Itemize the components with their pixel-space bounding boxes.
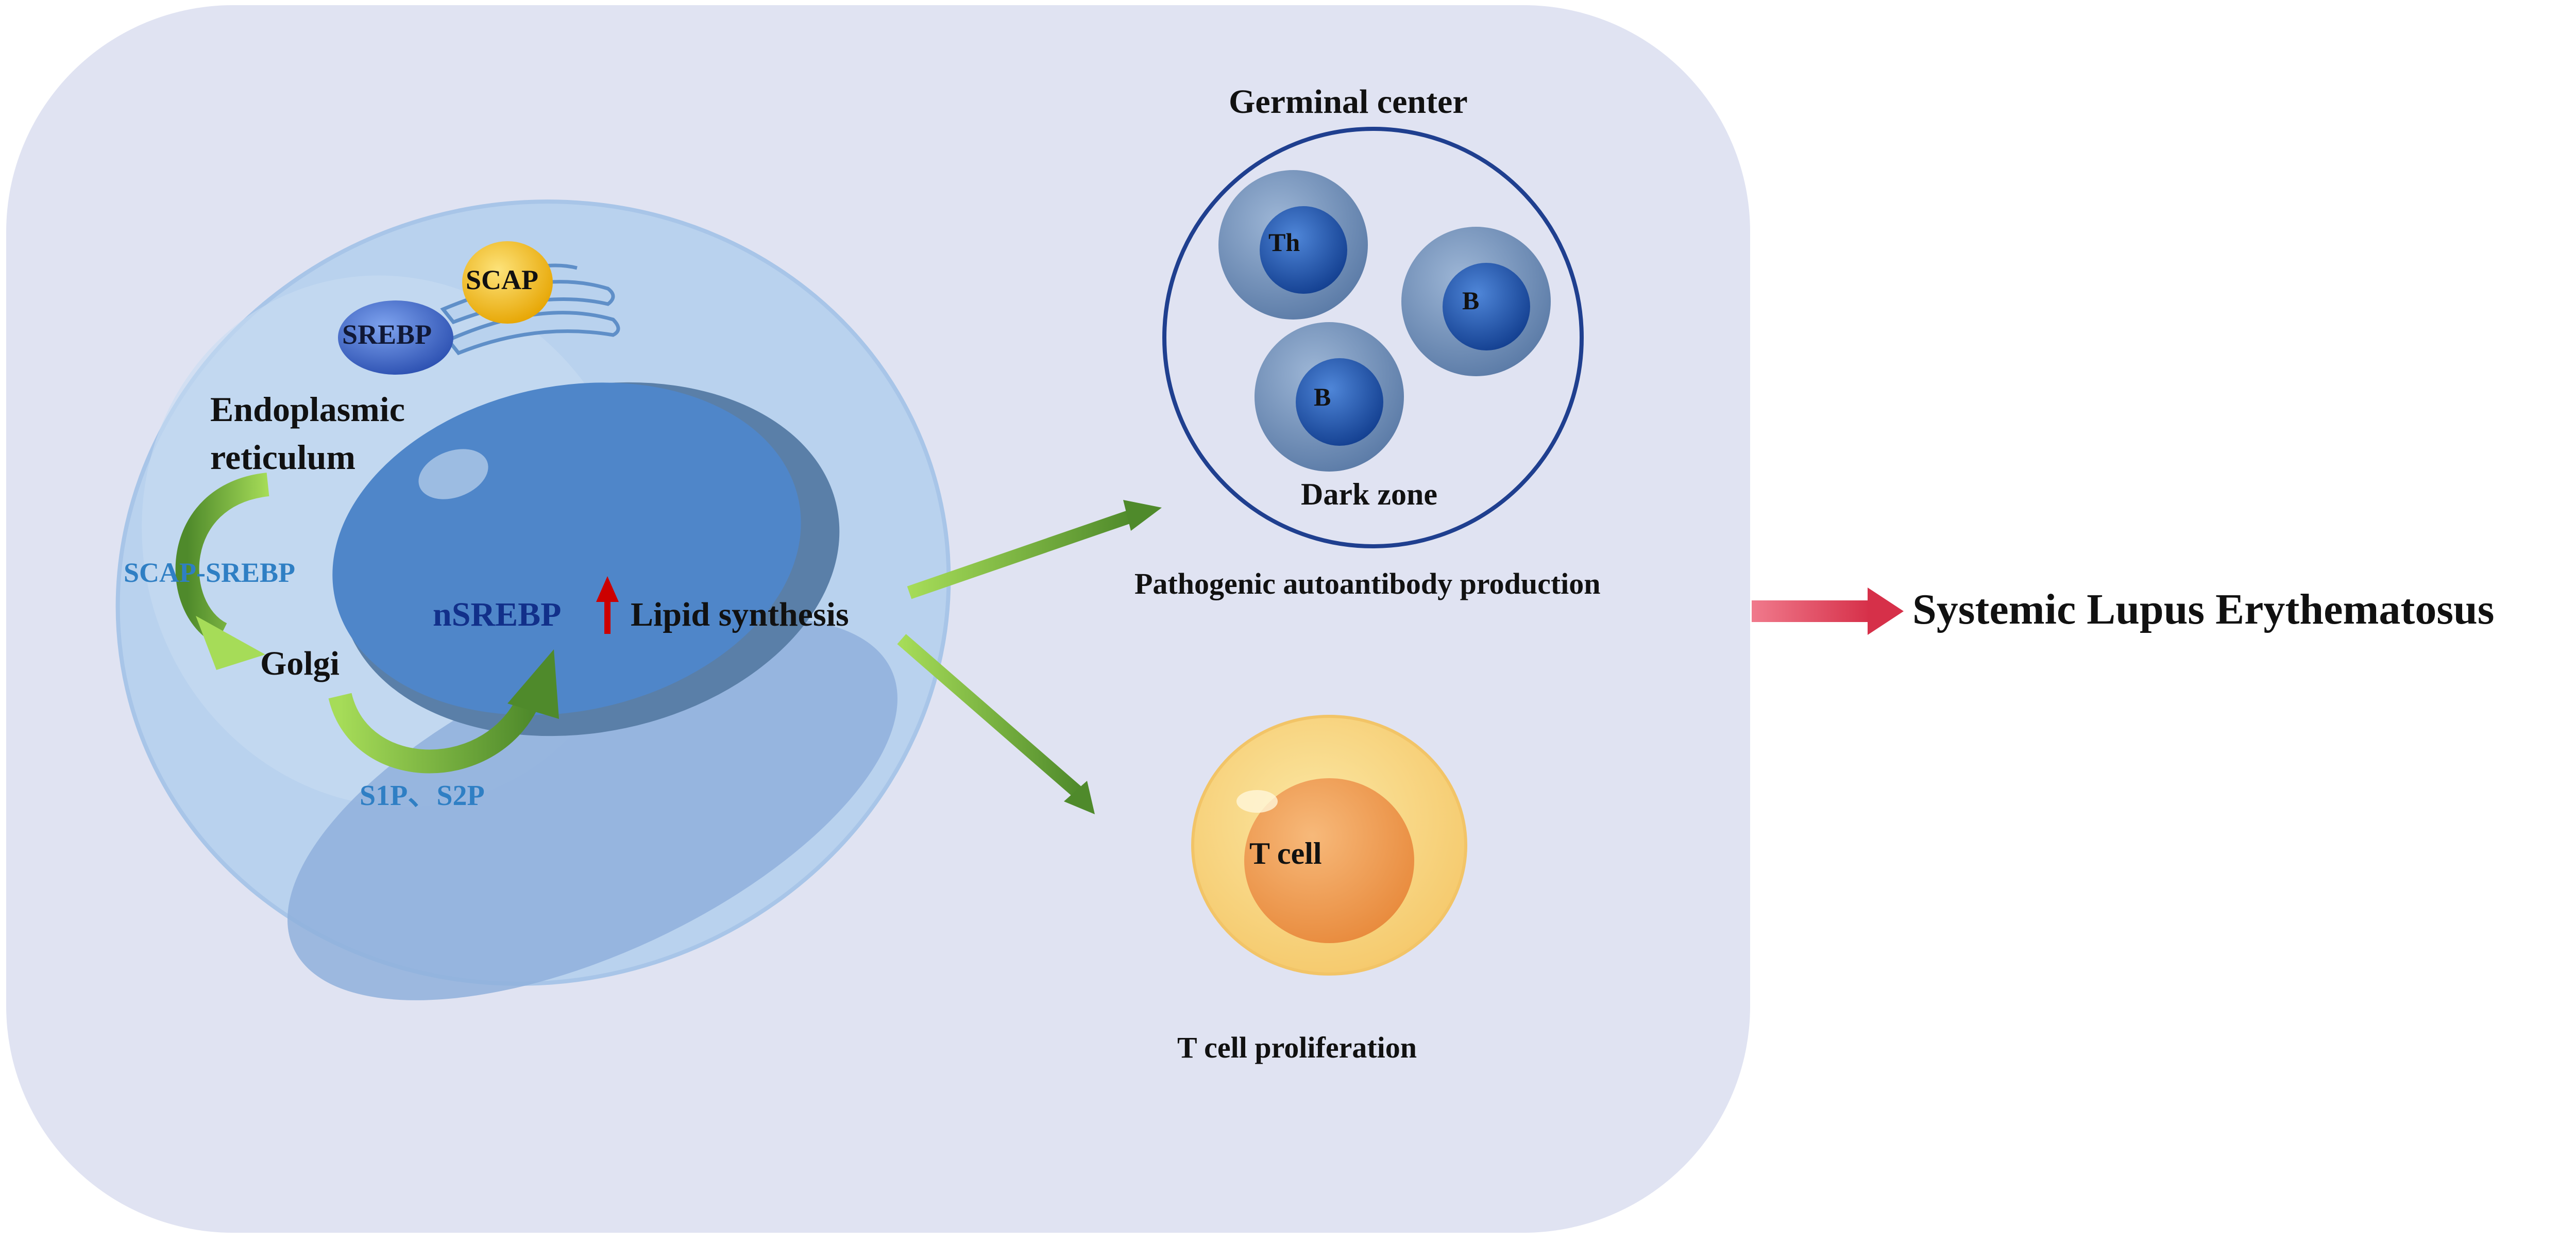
dark-zone-label: Dark zone xyxy=(1301,477,1437,511)
s1p-s2p-label: S1P、S2P xyxy=(360,780,485,812)
t-cell-caption: T cell proliferation xyxy=(1177,1031,1417,1064)
b-cell-2 xyxy=(1255,322,1404,472)
nucleolus-highlight xyxy=(418,449,488,499)
golgi-label: Golgi xyxy=(260,645,340,682)
srebp-blob xyxy=(338,300,453,375)
arrow-to-germinal-center xyxy=(907,500,1162,599)
er-label-line1: Endoplasmic xyxy=(210,390,405,429)
outcome-label: Systemic Lupus Erythematosus xyxy=(1912,585,2495,633)
b-cell-label-1: B xyxy=(1462,286,1480,315)
golgi-to-nucleus-arrow xyxy=(328,649,559,774)
b-cell-label-2: B xyxy=(1314,382,1331,411)
srebp-label: SREBP xyxy=(342,319,432,350)
t-cell-label: T cell xyxy=(1249,836,1322,870)
t-cell-graphic xyxy=(1191,715,1467,976)
increase-up-arrow xyxy=(596,576,619,634)
nucleus xyxy=(332,382,840,736)
nsrebp-label: nSREBP xyxy=(433,596,562,633)
lipid-synthesis-label: Lipid synthesis xyxy=(631,596,849,633)
germinal-center xyxy=(1162,127,1584,548)
arrow-to-t-cell xyxy=(897,634,1095,814)
scap-srebp-label: SCAP-SREBP xyxy=(124,557,296,588)
er-label-line2: reticulum xyxy=(210,438,356,477)
scap-label: SCAP xyxy=(466,264,539,295)
autoantibody-caption: Pathogenic autoantibody production xyxy=(1134,567,1601,600)
vacuole xyxy=(287,618,897,1000)
th-cell-label: Th xyxy=(1268,228,1300,257)
outcome-arrow xyxy=(1752,588,1904,635)
th-cell xyxy=(1218,170,1368,320)
scap-blob xyxy=(462,241,553,324)
germinal-center-title: Germinal center xyxy=(1229,83,1468,121)
b-cell-1 xyxy=(1401,227,1551,376)
er-to-golgi-arrow xyxy=(175,473,270,670)
